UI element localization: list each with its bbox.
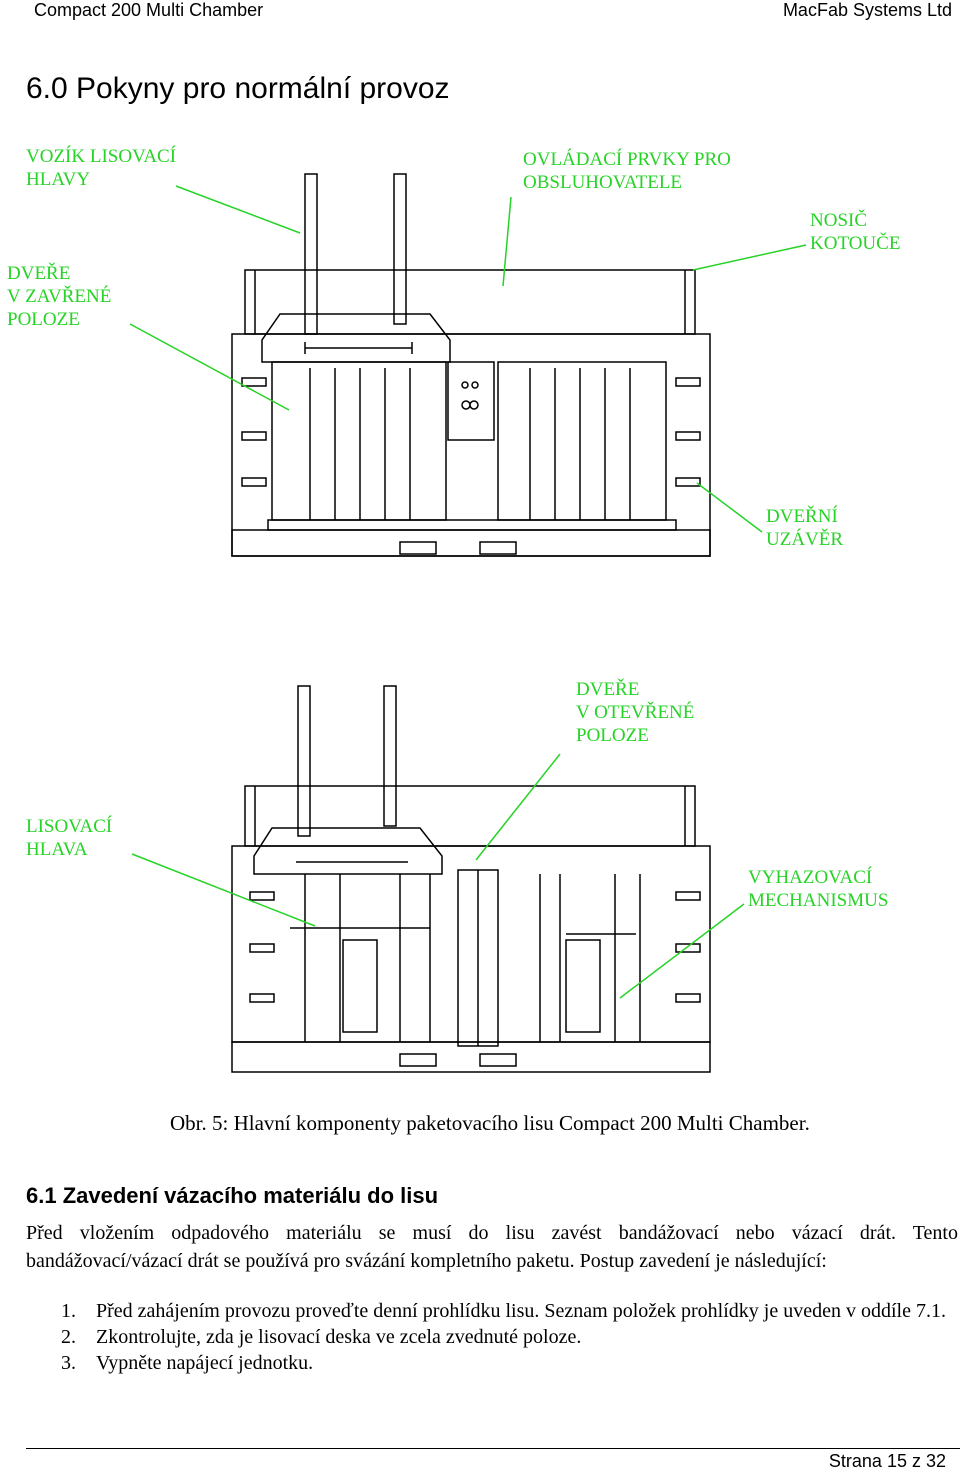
label-doors-open: DVEŘE V OTEVŘENÉ POLOZE [576, 679, 695, 746]
section-title: 6.0 Pokyny pro normální provoz [26, 72, 450, 105]
label-press-head: LISOVACÍ HLAVA [26, 816, 113, 860]
page-number: Strana 15 z 32 [828, 1451, 946, 1471]
footer-divider [26, 1448, 960, 1449]
header-company-name: MacFab Systems Ltd [782, 0, 952, 20]
step-number: 2. [61, 1326, 76, 1348]
label-operator-controls: OVLÁDACÍ PRVKY PRO OBSLUHOVATELE [523, 149, 731, 193]
step-text: Zkontrolujte, zda je lisovací deska ve z… [96, 1326, 582, 1348]
label-doors-closed: DVEŘE V ZAVŘENÉ POLOZE [7, 263, 112, 330]
step-text: Vypněte napájecí jednotku. [96, 1352, 314, 1374]
intro-paragraph: Před vložením odpadového materiálu se mu… [26, 1222, 958, 1272]
subsection-title: 6.1 Zavedení vázacího materiálu do lisu [26, 1183, 439, 1208]
figure-caption: Obr. 5: Hlavní komponenty paketovacího l… [170, 1111, 810, 1135]
step-text: Před zahájením provozu proveďte denní pr… [96, 1300, 946, 1322]
leader-lines [129, 185, 807, 999]
baler-diagram [129, 173, 807, 1073]
label-head-carriage: VOZÍK LISOVACÍ HLAVY [26, 146, 177, 190]
label-door-lock: DVEŘNÍ UZÁVĚR [766, 506, 844, 550]
baler-bottom-view-open [231, 685, 711, 1073]
list-item: 3. Vypněte napájecí jednotku. [26, 1350, 960, 1376]
header-document-title: Compact 200 Multi Chamber [34, 0, 264, 20]
step-number: 1. [61, 1300, 76, 1322]
baler-top-view-closed [231, 173, 711, 557]
label-ejector: VYHAZOVACÍ MECHANISMUS [748, 867, 889, 911]
list-item: 2. Zkontrolujte, zda je lisovací deska ve… [26, 1324, 960, 1350]
procedure-steps: 1. Před zahájením provozu proveďte denní … [26, 1298, 960, 1376]
label-reel-holder: NOSIČ KOTOUČE [810, 210, 901, 254]
list-item: 1. Před zahájením provozu proveďte denní … [26, 1298, 960, 1324]
step-number: 3. [61, 1352, 76, 1374]
